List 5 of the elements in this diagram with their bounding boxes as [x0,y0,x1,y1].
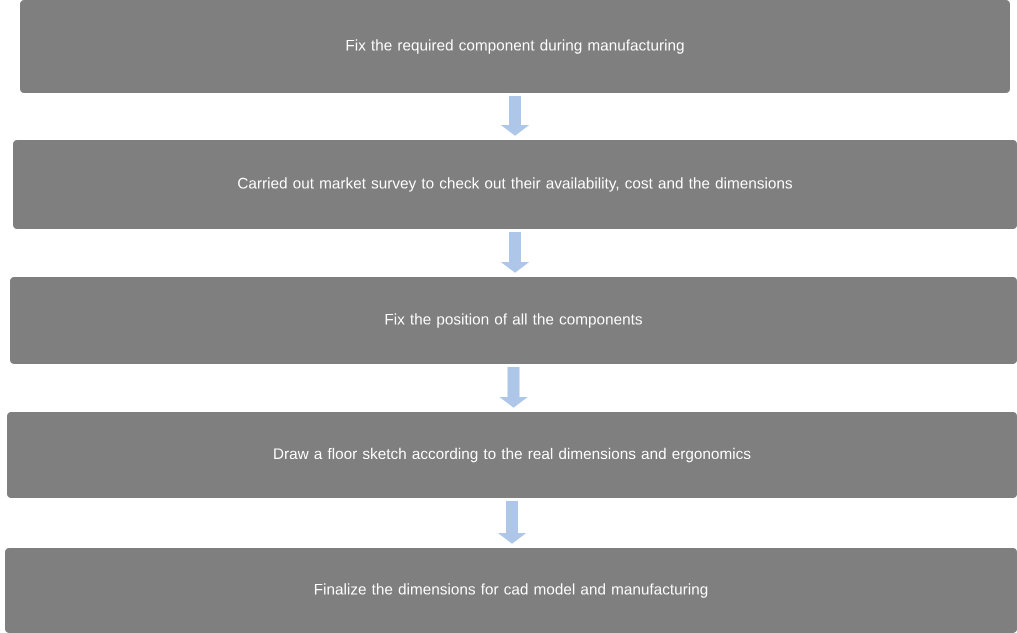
process-box: Fix the required component during manufacturing [20,0,1010,93]
process-box: Draw a floor sketch according to the real dimensions and ergonomics [7,412,1017,498]
process-box: Finalize the dimensions for cad model and manufacturing [5,548,1017,633]
process-box: Carried out market survey to check out their availability, cost and the dimensions [13,140,1017,229]
process-box: Fix the position of all the components [10,277,1017,364]
